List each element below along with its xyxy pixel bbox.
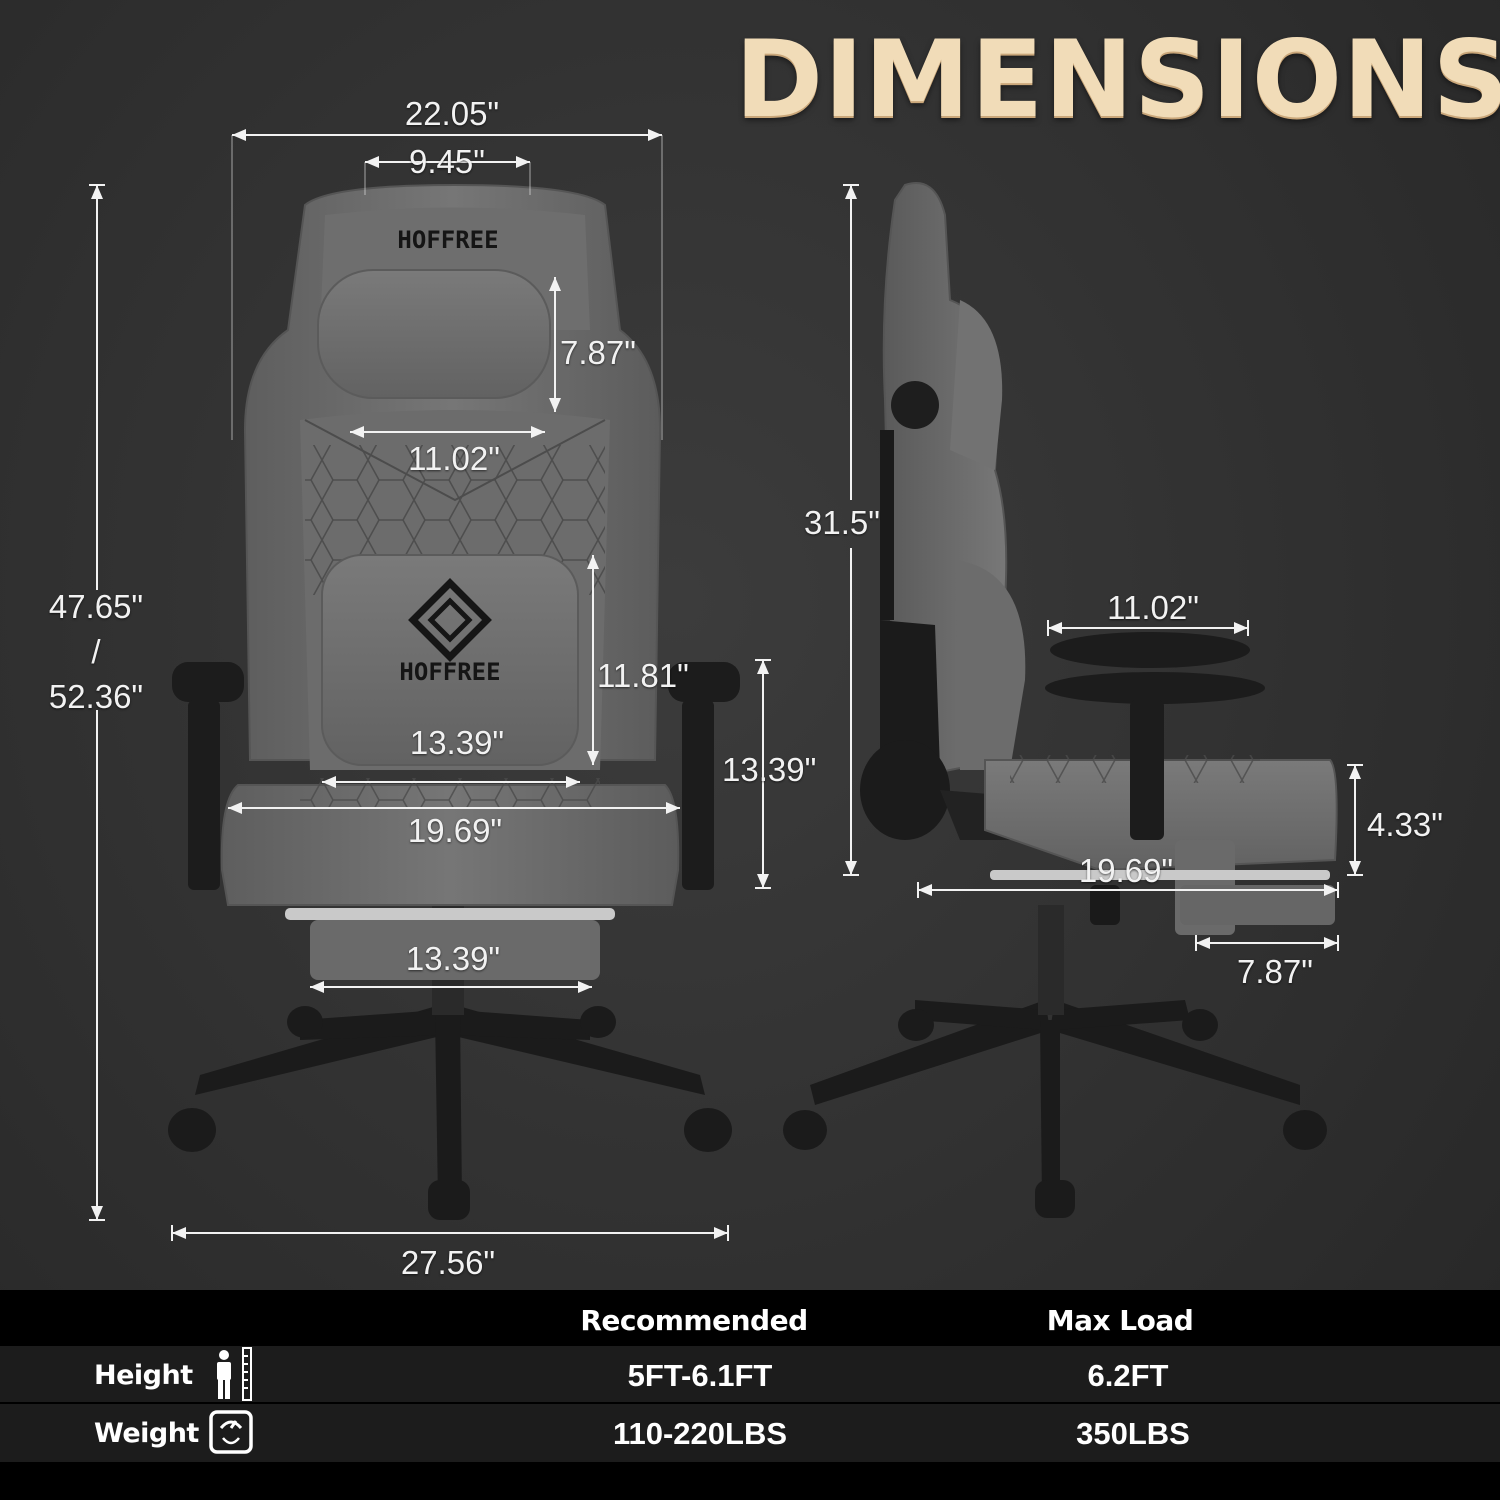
front-chair: HOFFREE HOFFREE [168,183,740,1220]
scale-icon [209,1410,253,1454]
header-recommended: Recommended [580,1304,808,1337]
dim-seat-thickness: 4.33" [1367,806,1443,843]
lumbar-brand: HOFFREE [399,658,500,686]
dim-headrest-width: 9.45" [409,143,485,180]
specs-row-weight: Weight 110-220LBS 350LBS [0,1404,1500,1462]
dim-overall-width: 22.05" [404,95,500,132]
page-title: DIMENSIONS [735,18,1500,141]
row-label-weight: Weight [94,1418,199,1449]
dim-seat-depth: 19.69" [1078,852,1174,889]
dim-lumbar-width: 13.39" [409,724,505,761]
specs-table: Recommended Max Load Height 5FT-6.1FT 6.… [0,1290,1500,1500]
height-recommended-value: 5FT-6.1FT [627,1358,773,1393]
weight-recommended-value: 110-220LBS [612,1416,788,1451]
dim-footrest-width: 13.39" [405,940,501,977]
headrest-brand: HOFFREE [397,226,498,254]
dim-lumbar-height: 11.81" [597,657,689,694]
dim-footrest-depth: 7.87" [1237,953,1313,990]
dim-seat-width: 19.69" [407,812,503,849]
lumbar-logo-icon [408,578,492,662]
dim-pillow-height: 7.87" [560,334,636,371]
front-armrests [172,662,740,890]
dim-back-height: 31.5" [804,504,880,541]
dim-total-height-max: 52.36" [48,678,144,715]
specs-header-row: Recommended Max Load [0,1290,1500,1345]
dimension-lines [89,129,1363,1241]
specs-row-height: Height 5FT-6.1FT 6.2FT [0,1346,1500,1402]
dim-armrest-height: 13.39" [722,751,817,788]
dim-armrest-length: 11.02" [1107,589,1199,626]
header-max-load: Max Load [1046,1304,1194,1337]
side-base [783,905,1327,1218]
person-height-icon [217,1347,252,1401]
dim-total-height-separator: / [91,633,101,670]
dim-total-height-min: 47.65" [48,588,144,625]
weight-max-value: 350LBS [1076,1416,1190,1451]
side-armrest [1045,632,1265,840]
dim-back-width: 11.02" [408,440,500,477]
chair-illustration: HOFFREE HOFFREE [89,129,1363,1241]
height-max-value: 6.2FT [1087,1358,1169,1393]
side-chair [783,182,1338,1218]
dim-base-width: 27.56" [400,1244,496,1281]
row-label-height: Height [94,1360,193,1391]
